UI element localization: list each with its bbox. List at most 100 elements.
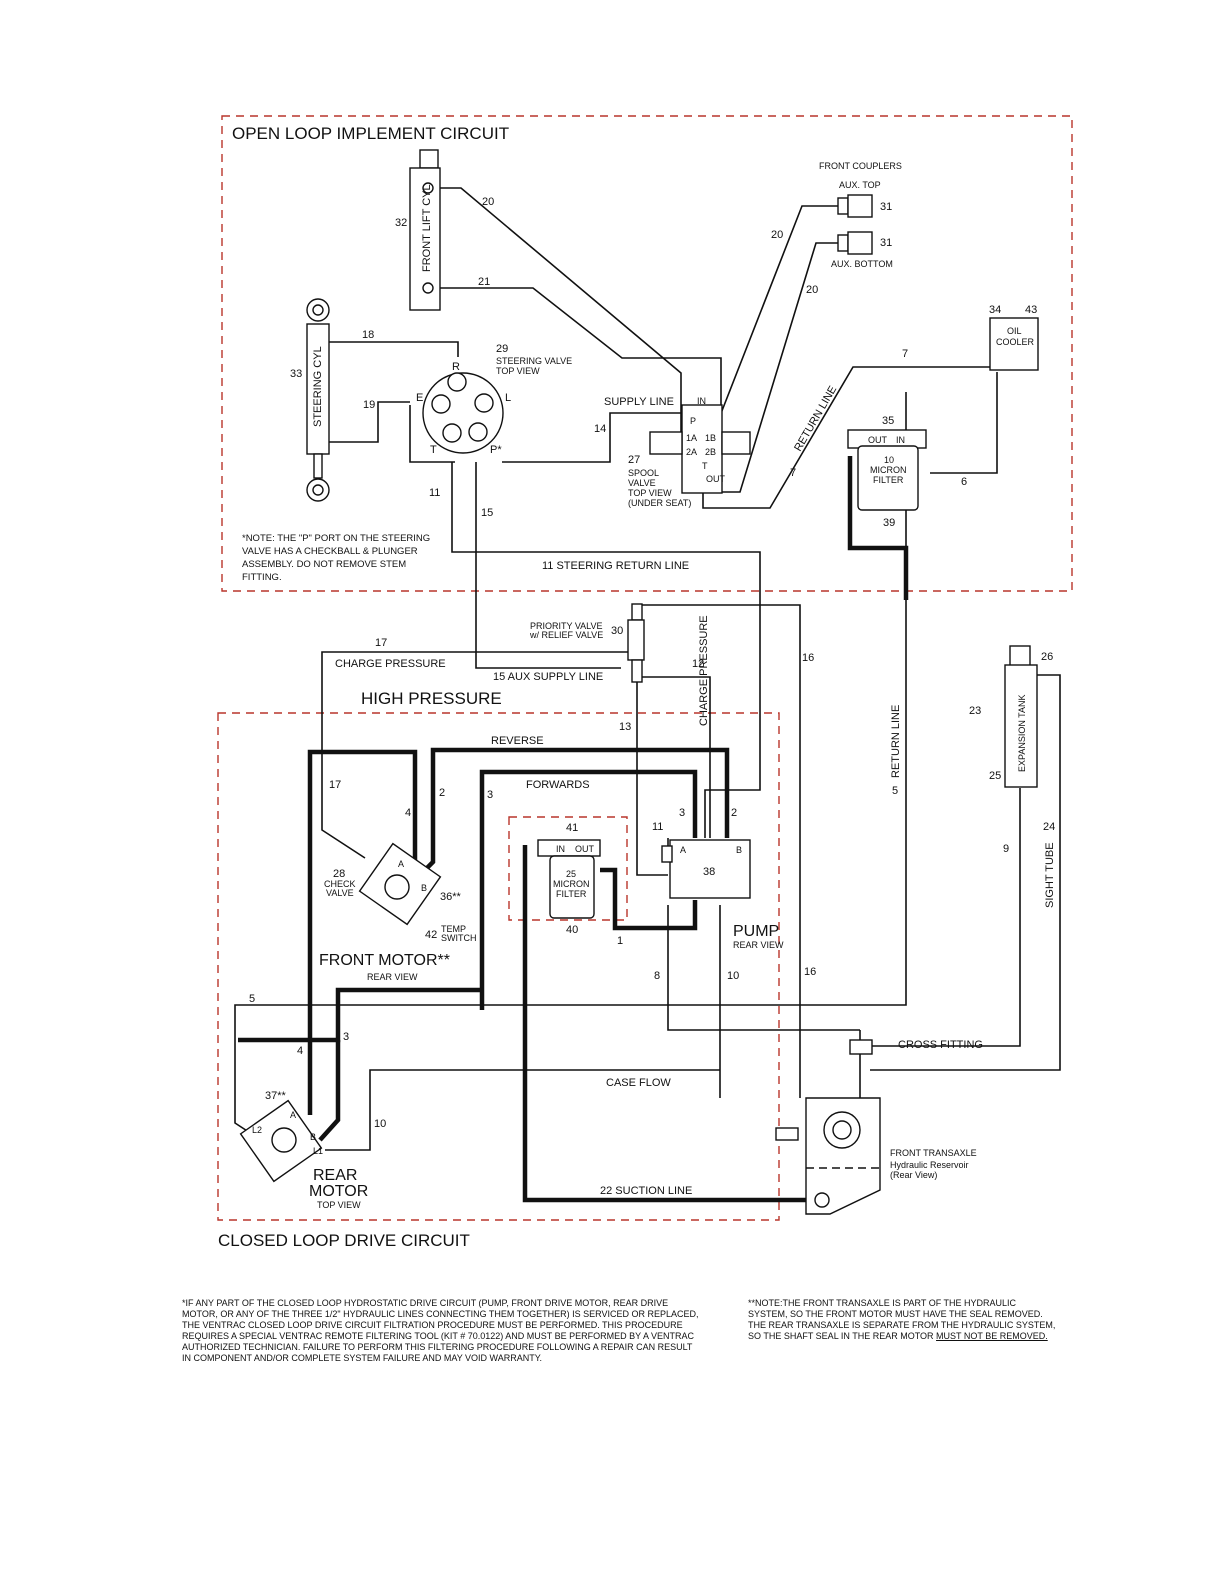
return-line-5-label: RETURN LINE <box>890 705 902 778</box>
steering-cylinder: STEERING CYL <box>306 298 330 502</box>
front-motor-view-label: REAR VIEW <box>367 972 418 982</box>
forwards-label: FORWARDS <box>526 779 590 791</box>
svg-text:6: 6 <box>961 476 967 488</box>
front-lift-cylinder: FRONT LIFT CYL <box>409 149 441 311</box>
svg-text:37**: 37** <box>265 1090 287 1102</box>
cross-fitting-label: CROSS FITTING <box>898 1039 983 1051</box>
pump-label: PUMP <box>733 923 779 940</box>
expansion-tank: EXPANSION TANK <box>1004 645 1038 788</box>
filter-10-out: OUT <box>868 435 888 445</box>
front-transaxle <box>775 1039 881 1215</box>
component-labels: STEERING VALVE TOP VIEW SPOOL VALVE TOP … <box>309 161 977 1210</box>
front-motor: A B <box>358 842 442 926</box>
high-pressure-title: HIGH PRESSURE <box>361 689 502 708</box>
sight-tube-label: SIGHT TUBE <box>1044 842 1056 908</box>
svg-text:32: 32 <box>395 217 407 229</box>
front-motor-label: FRONT MOTOR** <box>319 952 450 969</box>
svg-text:34: 34 <box>989 304 1001 316</box>
svg-text:1: 1 <box>617 935 623 947</box>
reverse-label: REVERSE <box>491 735 544 747</box>
aux-top-label: AUX. TOP <box>839 180 881 190</box>
steering-valve: R L E T P* <box>416 361 511 456</box>
charge-pressure-vert-label: CHARGE PRESSURE <box>698 615 710 726</box>
aux-bottom-label: AUX. BOTTOM <box>831 259 893 269</box>
svg-text:14: 14 <box>594 423 606 435</box>
transaxle-label-1: FRONT TRANSAXLE <box>890 1148 977 1158</box>
svg-text:3: 3 <box>679 807 685 819</box>
supply-line-label: SUPPLY LINE <box>604 396 674 408</box>
svg-text:36**: 36** <box>440 891 462 903</box>
svg-text:35: 35 <box>882 415 894 427</box>
port-1b: 1B <box>705 433 716 443</box>
svg-text:17: 17 <box>375 637 387 649</box>
filter-10-micron: OUT IN 10 MICRON FILTER <box>847 429 927 511</box>
port-r: R <box>452 361 460 373</box>
open-loop-frame <box>221 115 1073 592</box>
svg-text:2: 2 <box>439 787 445 799</box>
svg-text:4: 4 <box>405 807 411 819</box>
filter-10-label-2: MICRON <box>870 465 907 475</box>
fm-port-b: B <box>421 883 427 893</box>
svg-text:16: 16 <box>804 966 816 978</box>
spool-valve: IN P 1A 1B 2A 2B T OUT <box>649 396 751 494</box>
filter-25-micron: IN OUT 25 MICRON FILTER <box>537 839 601 919</box>
svg-text:42: 42 <box>425 929 437 941</box>
thin-lines <box>234 187 1061 1151</box>
aux-supply-label: 15 AUX SUPPLY LINE <box>493 671 603 683</box>
svg-text:5: 5 <box>249 993 255 1005</box>
svg-text:19: 19 <box>363 399 375 411</box>
rear-motor-label-2: MOTOR <box>309 1183 368 1200</box>
svg-text:11: 11 <box>652 821 663 833</box>
front-couplers <box>837 194 873 255</box>
svg-text:12: 12 <box>692 658 704 670</box>
svg-text:9: 9 <box>1003 843 1009 855</box>
svg-text:2: 2 <box>731 807 737 819</box>
svg-text:18: 18 <box>362 329 374 341</box>
pump-port-a: A <box>680 845 686 855</box>
svg-text:3: 3 <box>343 1031 349 1043</box>
svg-text:11: 11 <box>429 487 440 499</box>
pump-frame <box>508 816 628 921</box>
callout-numbers: 32 33 29 27 31 31 34 43 35 39 30 26 23 2… <box>249 196 1055 1130</box>
temp-switch-label-2: SWITCH <box>441 933 477 943</box>
filter-25-label-3: FILTER <box>556 889 587 899</box>
filter-25-label-2: MICRON <box>553 879 590 889</box>
rm-port-l1: L1 <box>313 1146 323 1156</box>
spool-valve-label-3: TOP VIEW <box>628 488 672 498</box>
svg-text:33: 33 <box>290 368 302 380</box>
case-flow-label: CASE FLOW <box>606 1077 671 1089</box>
svg-text:17: 17 <box>329 779 341 791</box>
pump: A B <box>661 839 751 899</box>
steering-valve-label-1: STEERING VALVE <box>496 356 572 366</box>
spool-valve-label-1: SPOOL <box>628 468 659 478</box>
svg-text:8: 8 <box>654 970 660 982</box>
return-line-label: RETURN LINE <box>792 384 839 454</box>
oil-cooler: OIL COOLER <box>989 317 1039 371</box>
check-valve-label-2: VALVE <box>326 888 354 898</box>
transaxle-label-3: (Rear View) <box>890 1170 937 1180</box>
thick-lines <box>238 456 909 1203</box>
warranty-note: *IF ANY PART OF THE CLOSED LOOP HYDROSTA… <box>182 1298 699 1363</box>
svg-text:43: 43 <box>1025 304 1037 316</box>
svg-text:41: 41 <box>566 822 578 834</box>
check-valve-label-1: CHECK <box>324 879 356 889</box>
svg-text:38: 38 <box>703 866 715 878</box>
fm-port-a: A <box>398 859 404 869</box>
port-2a: 2A <box>686 447 697 457</box>
port-1a: 1A <box>686 433 697 443</box>
rear-motor: A B L1 L2 <box>239 1099 323 1183</box>
svg-text:31: 31 <box>880 237 892 249</box>
svg-text:28: 28 <box>333 868 345 880</box>
transaxle-label-2: Hydraulic Reservoir <box>890 1160 969 1170</box>
svg-text:7: 7 <box>790 467 796 479</box>
svg-text:27: 27 <box>628 454 640 466</box>
svg-text:20: 20 <box>806 284 818 296</box>
filter-10-in: IN <box>896 435 905 445</box>
filter-25-label-1: 25 <box>566 869 576 879</box>
closed-loop-title: CLOSED LOOP DRIVE CIRCUIT <box>218 1231 470 1250</box>
filter-25-out: OUT <box>575 844 595 854</box>
port-e: E <box>416 392 423 404</box>
port-p: P* <box>490 444 502 456</box>
svg-text:21: 21 <box>478 276 490 288</box>
svg-text:3: 3 <box>487 789 493 801</box>
